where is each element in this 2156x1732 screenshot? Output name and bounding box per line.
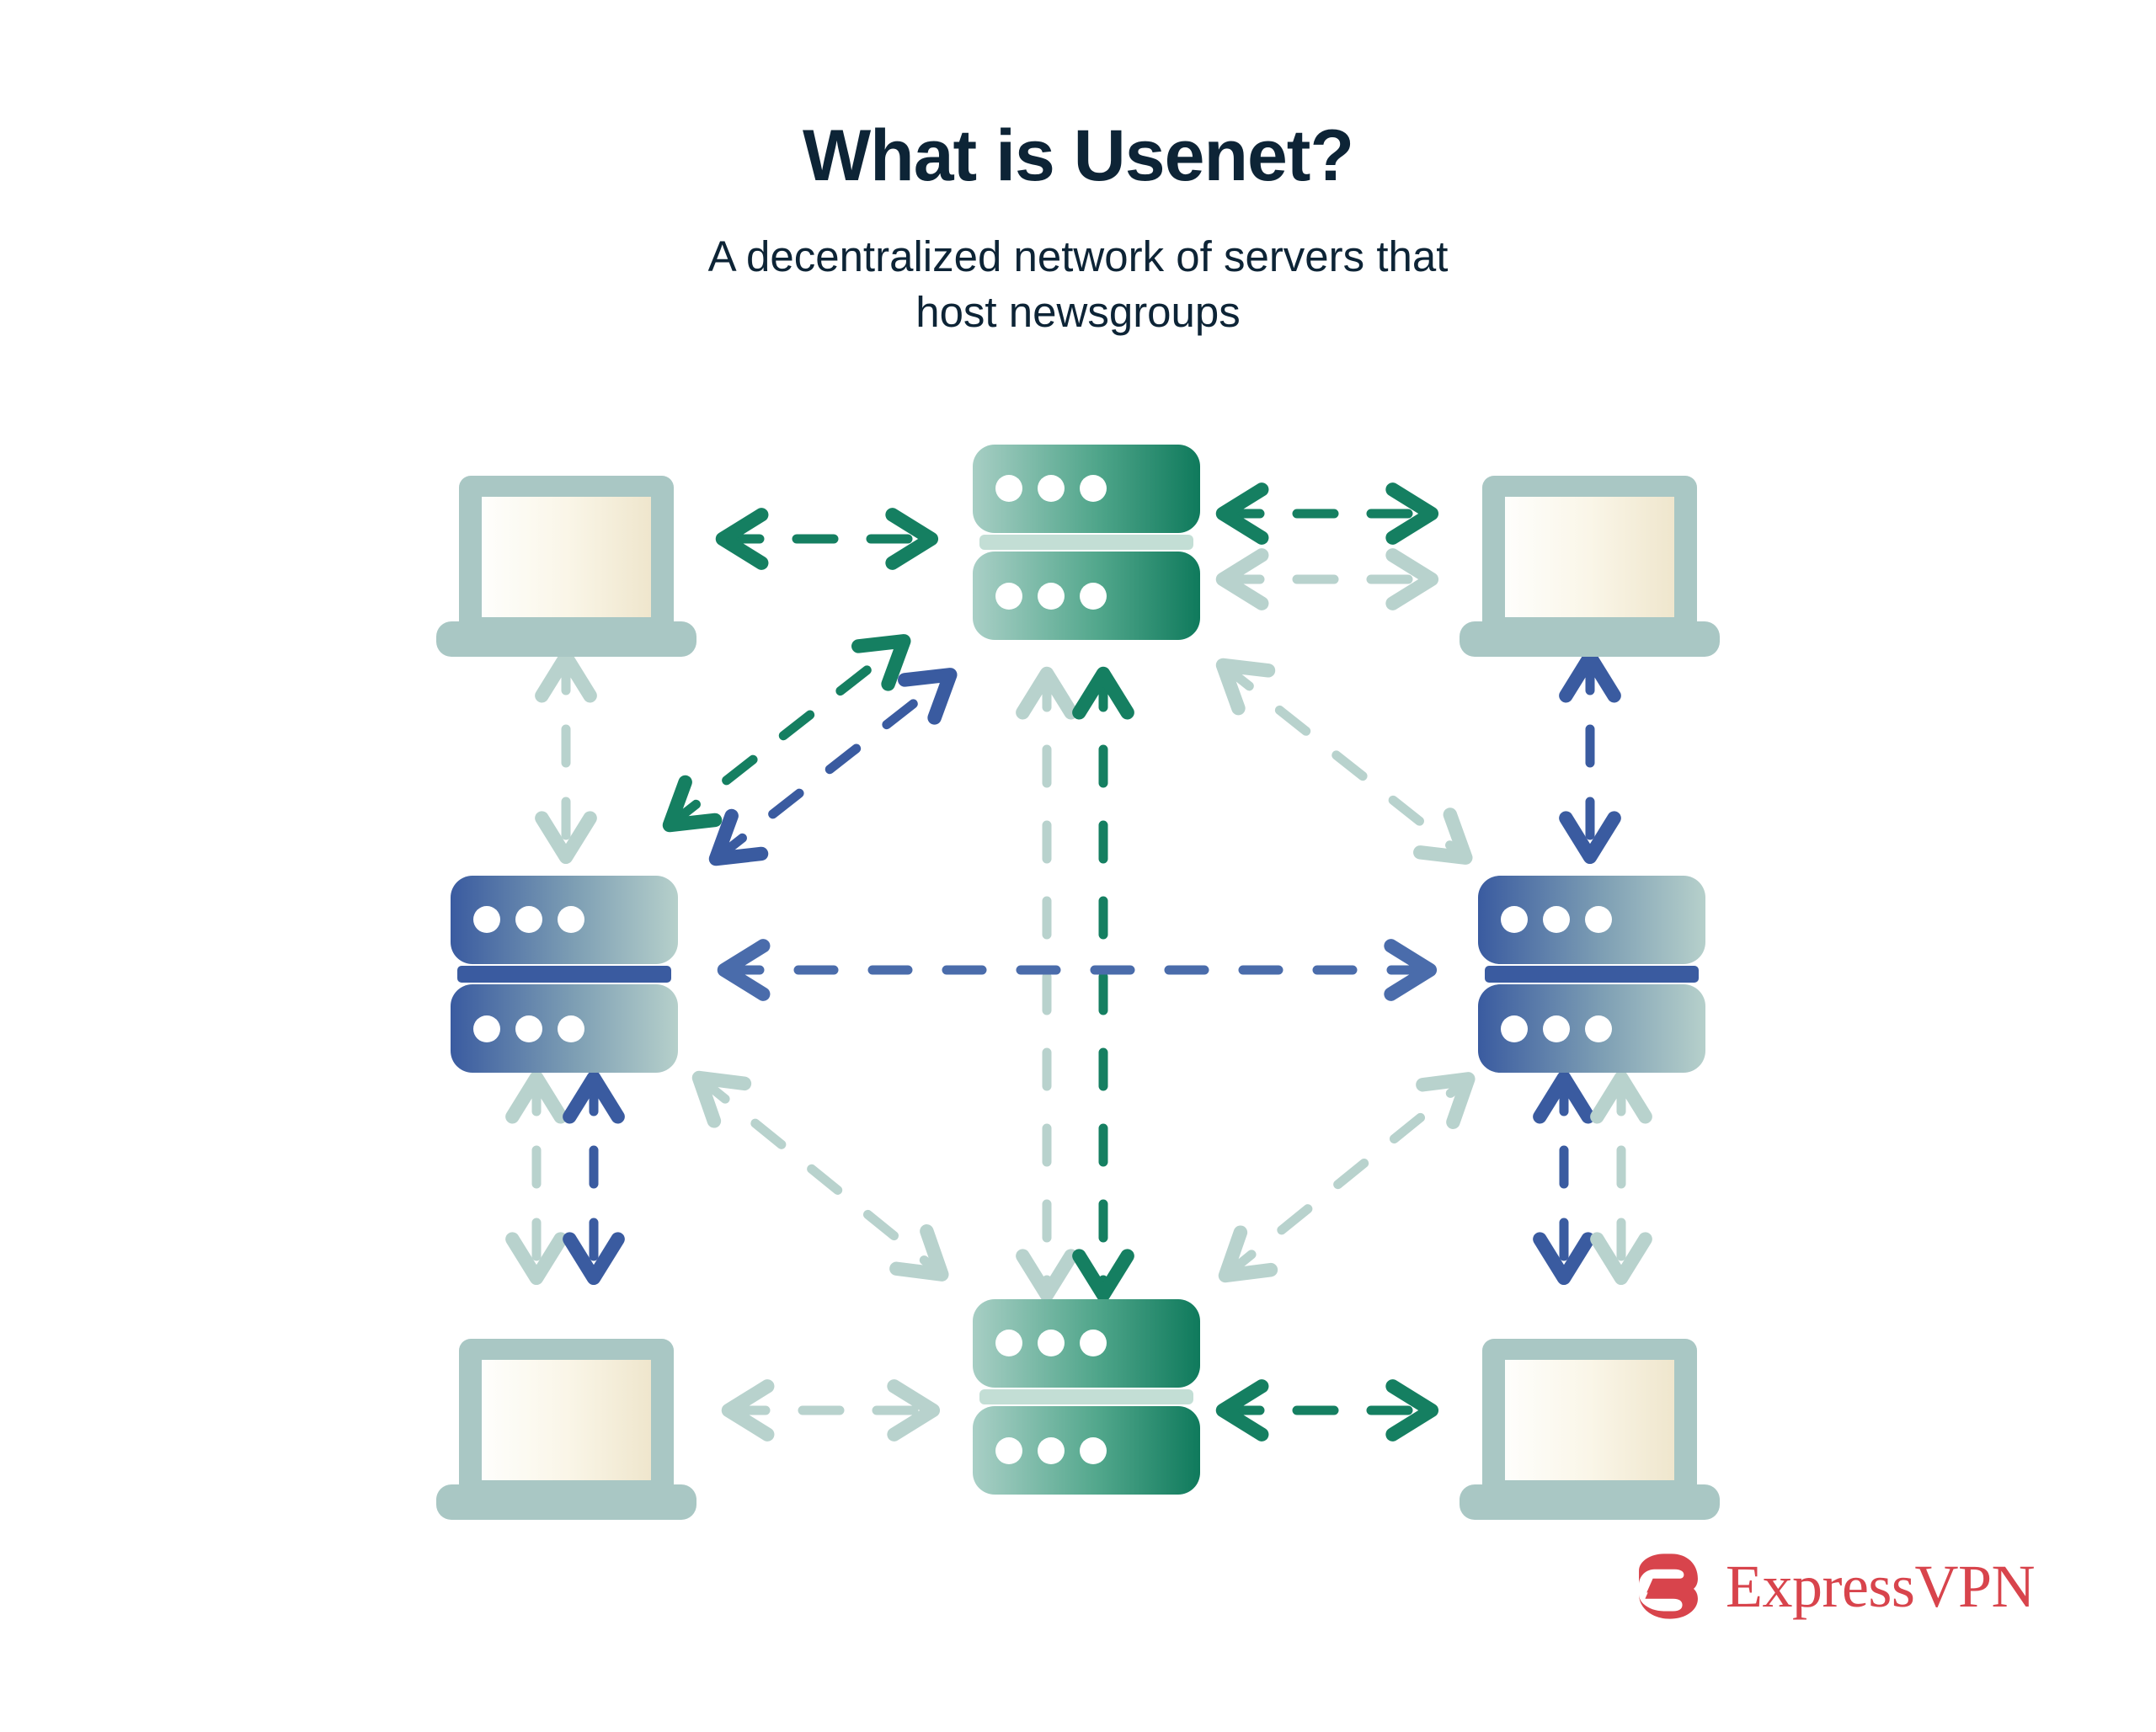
edge-server-tc-server-mr — [1215, 658, 1473, 865]
expressvpn-e-icon — [1639, 1553, 1698, 1619]
edge-server-ml-server-bc — [691, 1070, 949, 1282]
page-subtitle-line-1: A decentralized network of servers that — [707, 232, 1449, 281]
expressvpn-logo[interactable]: ExpressVPN — [1630, 1548, 2036, 1625]
server-middle-right[interactable] — [1478, 876, 1705, 1073]
laptop-bottom-right[interactable] — [1460, 1339, 1720, 1520]
laptop-top-right[interactable] — [1460, 476, 1720, 657]
server-top-center[interactable] — [973, 445, 1200, 640]
server-leds-bottom — [473, 1015, 584, 1042]
server-bottom-center[interactable] — [973, 1299, 1200, 1495]
edge-server-bc-server-mr — [1218, 1072, 1476, 1283]
server-leds-top — [995, 1330, 1107, 1356]
page-title: What is Usenet? — [803, 115, 1354, 196]
server-leds-top — [995, 475, 1107, 502]
page-subtitle-line-2: host newsgroups — [915, 287, 1241, 336]
laptop-top-left[interactable] — [436, 476, 696, 657]
server-middle-left[interactable] — [451, 876, 678, 1073]
server-leds-bottom — [995, 1437, 1107, 1464]
server-leds-bottom — [1501, 1015, 1612, 1042]
server-leds-top — [473, 906, 584, 933]
network-diagram — [0, 404, 2156, 1549]
page-subtitle: A decentralized network of servers that … — [0, 194, 2156, 339]
server-leds-top — [1501, 906, 1612, 933]
expressvpn-wordmark: ExpressVPN — [1726, 1553, 2036, 1620]
edge-server-ml-server-tc-b — [708, 668, 958, 866]
laptop-bottom-left[interactable] — [436, 1339, 696, 1520]
header: What is Usenet? A decentralized network … — [0, 0, 2156, 339]
server-leds-bottom — [995, 583, 1107, 610]
